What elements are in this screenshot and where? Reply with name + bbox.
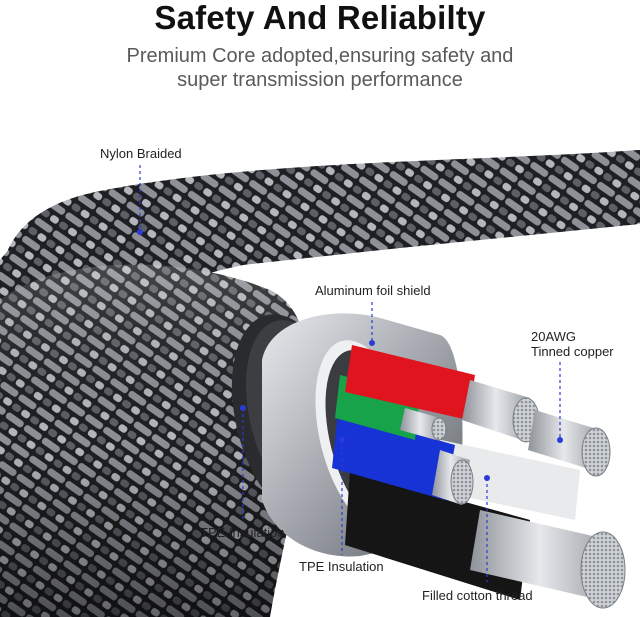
subtitle-line-2: super transmission performance xyxy=(177,69,463,91)
label-aluminum-foil-shield: Aluminum foil shield xyxy=(315,283,431,298)
label-tinned-copper: Tinned copper xyxy=(531,344,614,359)
label-nylon-braided: Nylon Braided xyxy=(100,146,182,161)
label-20awg: 20AWG xyxy=(531,329,577,344)
leader-lines xyxy=(139,165,561,582)
subtitle-line-1: Premium Core adopted,ensuring safety and xyxy=(126,45,514,67)
label-tpe-insulation-inner: TPE Insulation xyxy=(299,559,384,574)
core-wires xyxy=(332,345,626,609)
page-title: Safety And Reliabilty xyxy=(154,0,486,36)
leader-nylon-dot xyxy=(137,229,143,235)
nylon-braided-jacket xyxy=(0,150,640,617)
leader-dots xyxy=(137,229,563,481)
leader-tpe-inner-dot xyxy=(339,437,345,443)
leader-cotton-dot xyxy=(484,475,490,481)
label-filled-cotton-thread: Filled cotton thread xyxy=(422,588,533,603)
page-subtitle: Premium Core adopted,ensuring safety and… xyxy=(0,44,640,92)
leader-foil-dot xyxy=(369,340,375,346)
leader-tpe-outer-dot xyxy=(240,405,246,411)
label-tpe-insulation-outer: TPE Insulation xyxy=(200,525,285,540)
leader-awg-dot xyxy=(557,437,563,443)
